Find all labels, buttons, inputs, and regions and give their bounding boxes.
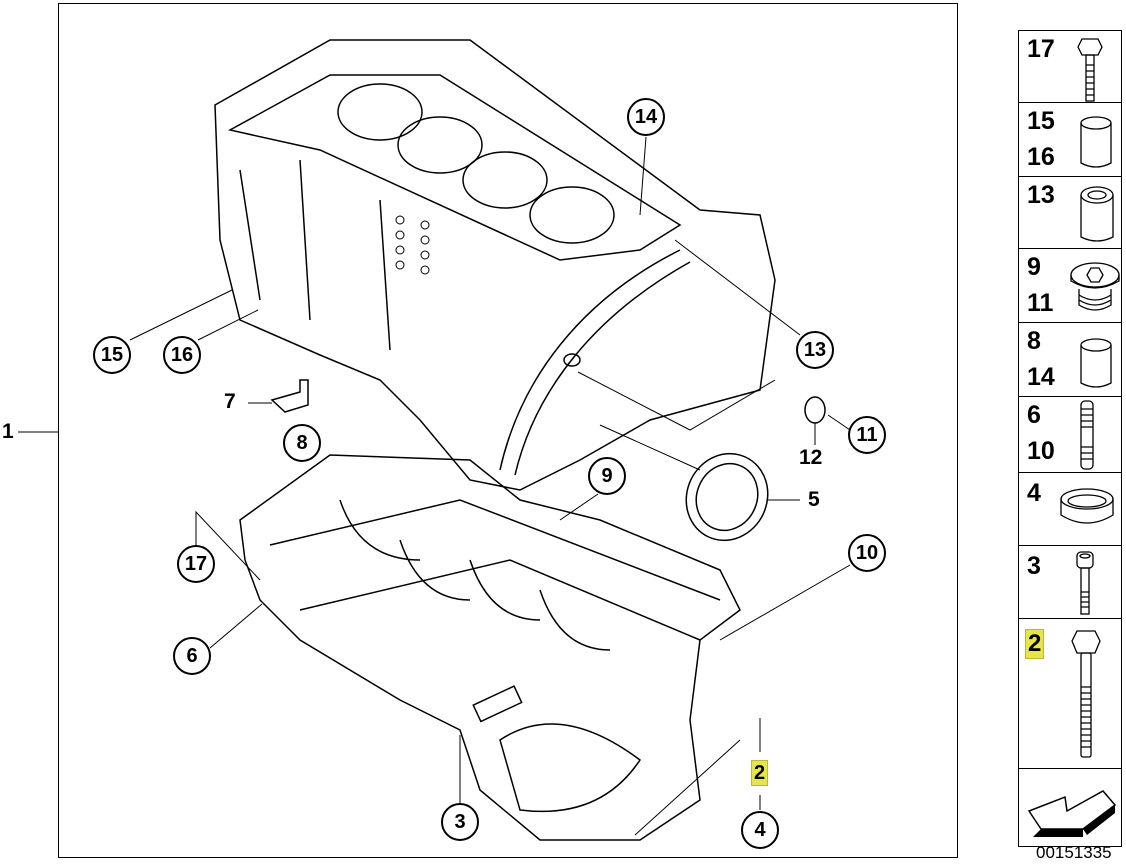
long-hex-bolt-icon [1071,630,1101,758]
legend-number: 11 [1027,289,1054,317]
callout-13[interactable]: 13 [796,331,834,369]
legend-row-6-10[interactable]: 6 10 [1019,397,1121,473]
document-id: 00151335 [1036,843,1112,862]
callout-6[interactable]: 6 [173,637,211,675]
callout-3[interactable]: 3 [441,803,479,841]
legend-number: 6 [1027,401,1041,429]
parts-legend: 17 15 16 13 9 11 8 14 6 10 4 3 2 [1018,30,1122,847]
legend-number-highlighted: 2 [1025,629,1045,659]
upper-crankcase-drawing [214,39,776,491]
callout-15[interactable]: 15 [93,336,131,374]
legend-row-9-11[interactable]: 9 11 [1019,249,1121,323]
legend-row-4[interactable]: 4 [1019,473,1121,546]
callout-12[interactable]: 12 [799,446,823,469]
callout-16[interactable]: 16 [163,336,201,374]
leader-lines [18,136,851,836]
legend-number: 15 [1027,107,1055,135]
navigation-arrow-button[interactable] [1019,769,1121,846]
legend-number: 17 [1027,35,1055,63]
screw-plug-icon [1070,262,1120,311]
legend-number: 13 [1027,181,1055,209]
legend-number: 3 [1027,552,1041,580]
legend-row-15-16[interactable]: 15 16 [1019,103,1121,177]
dowel-sleeve-icon [1080,338,1112,388]
legend-row-8-14[interactable]: 8 14 [1019,323,1121,397]
hollow-dowel-icon [1080,186,1114,242]
hex-bolt-icon [1077,38,1103,102]
legend-number: 4 [1027,479,1041,507]
legend-number: 16 [1027,143,1055,171]
callout-4[interactable]: 4 [741,811,779,849]
plug-drawing [804,396,826,424]
socket-head-bolt-icon [1076,551,1094,615]
callout-5[interactable]: 5 [808,488,820,511]
callout-11[interactable]: 11 [848,416,886,454]
diagram-frame [58,3,958,858]
legend-row-13[interactable]: 13 [1019,177,1121,249]
callout-14[interactable]: 14 [627,98,665,136]
navigation-arrow-icon [1027,790,1117,837]
callout-7[interactable]: 7 [224,390,236,413]
callout-17[interactable]: 17 [177,545,215,583]
legend-number: 8 [1027,327,1041,355]
legend-number: 9 [1027,253,1041,281]
legend-number: 10 [1027,437,1055,465]
legend-row-2[interactable]: 2 [1019,619,1121,769]
engine-block-illustration [18,39,851,841]
stud-bolt-icon [1080,400,1094,470]
callout-2-highlighted[interactable]: 2 [751,760,769,786]
shaft-seal-drawing [685,452,769,542]
lower-bedplate-drawing [239,454,741,841]
legend-number: 14 [1027,363,1055,391]
callout-8[interactable]: 8 [283,424,321,462]
legend-row-3[interactable]: 3 [1019,546,1121,619]
legend-row-17[interactable]: 17 [1019,31,1121,103]
callout-10[interactable]: 10 [848,534,886,572]
dowel-sleeve-icon [1080,116,1112,168]
bracket-drawing [270,379,309,413]
shaft-seal-ring-icon [1060,488,1114,524]
callout-9[interactable]: 9 [588,457,626,495]
assembly-label: 1 [2,420,14,443]
